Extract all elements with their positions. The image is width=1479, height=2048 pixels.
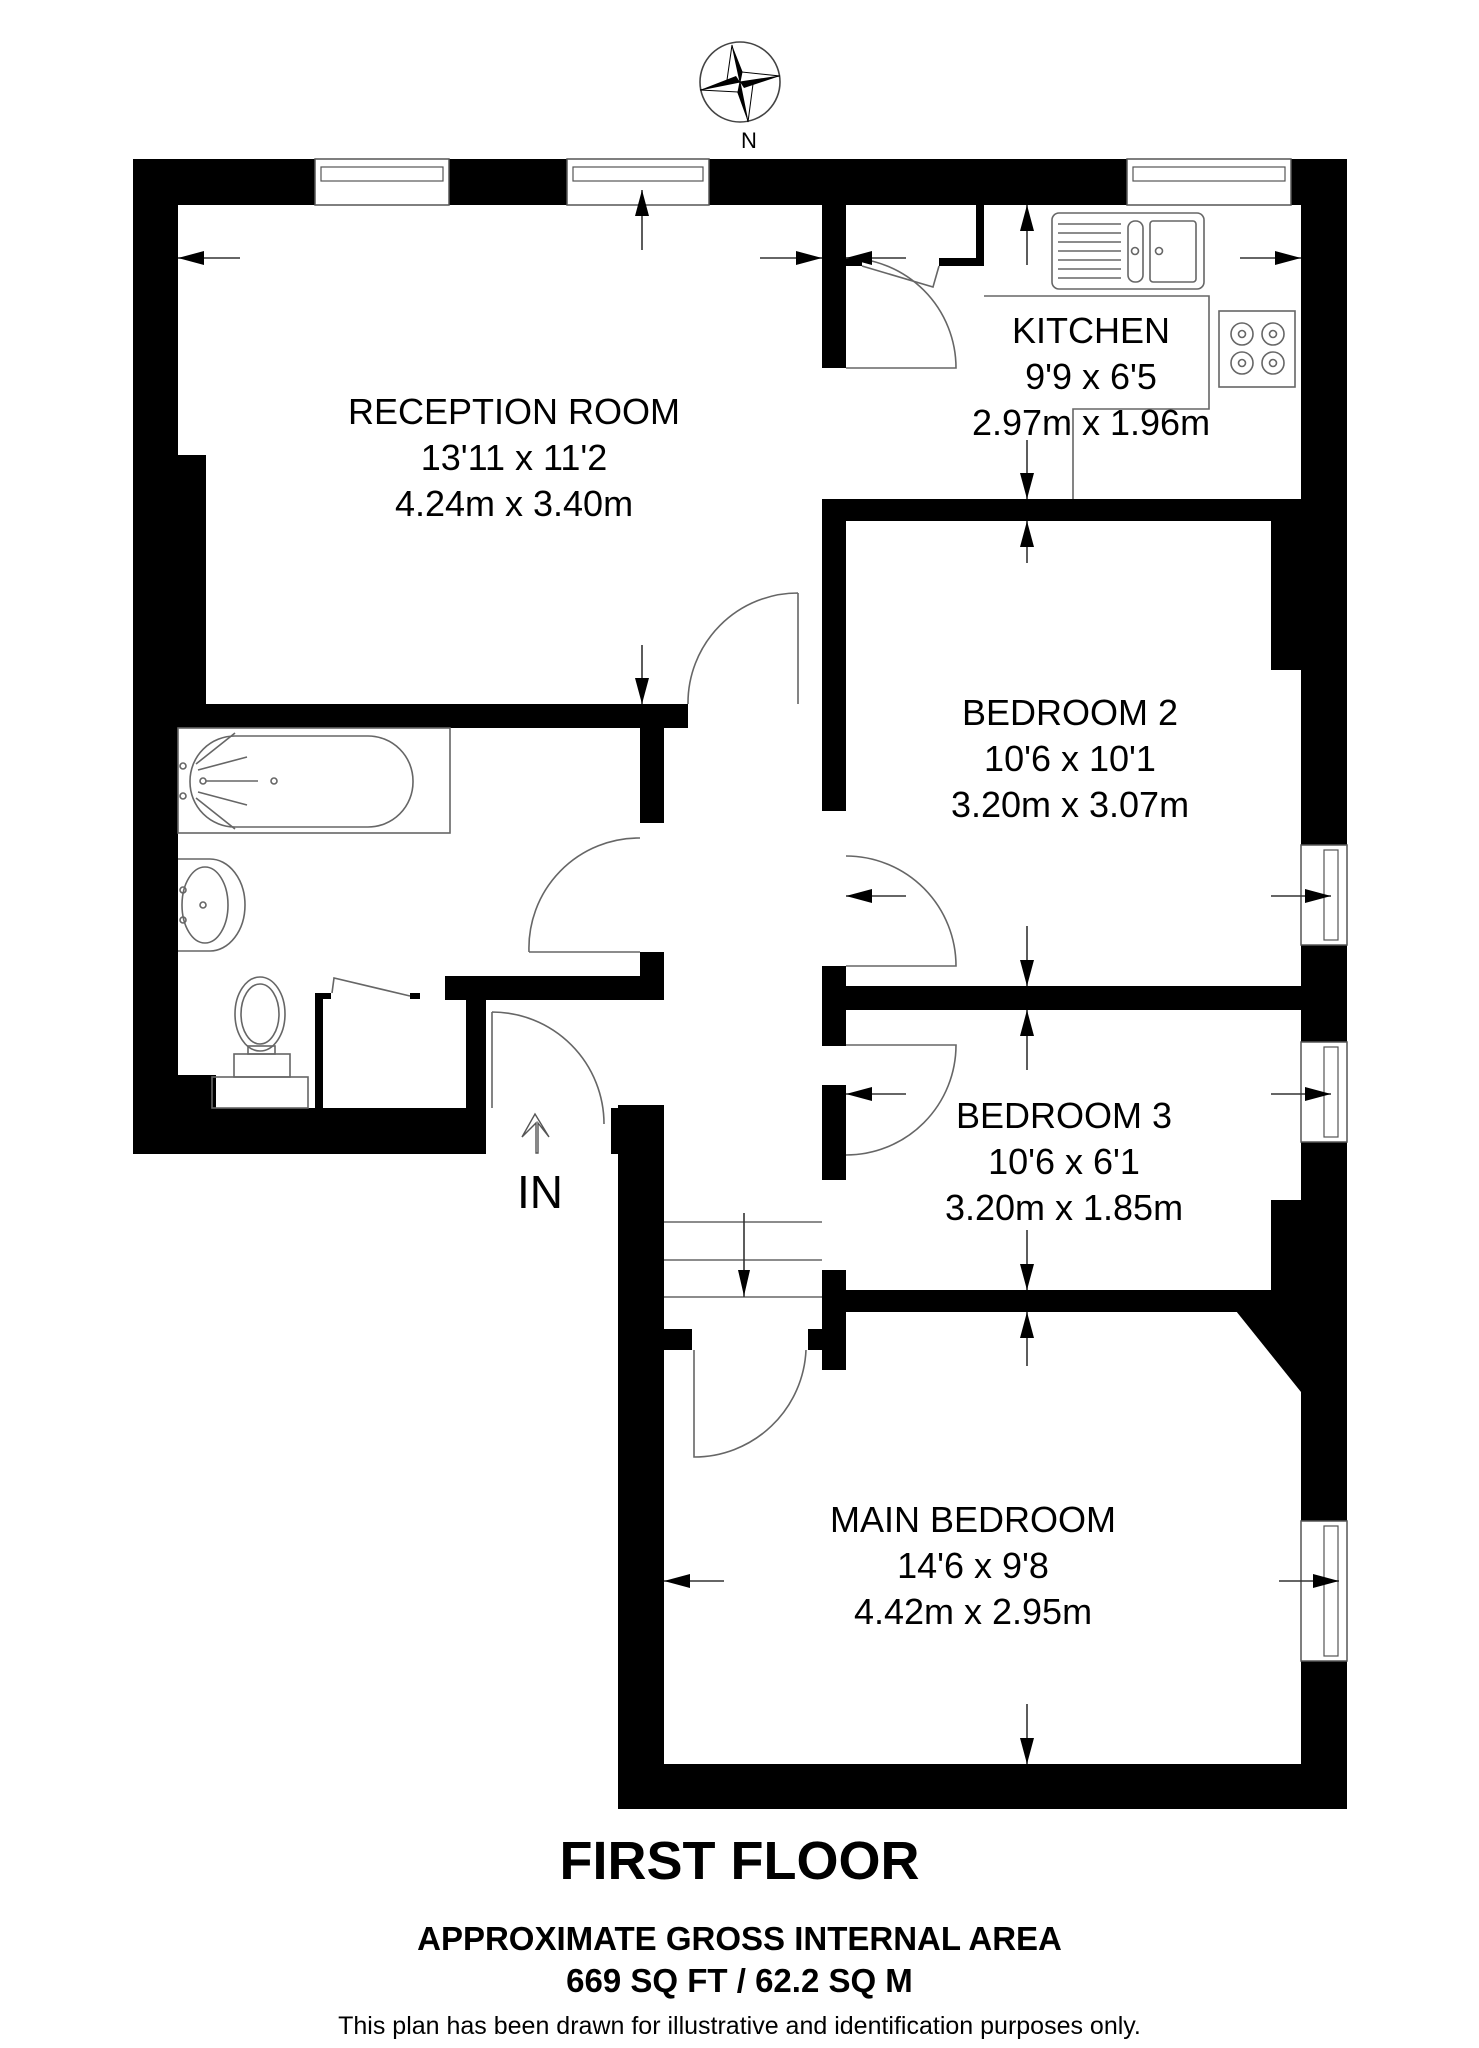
sink-icon <box>178 858 246 952</box>
worktop <box>984 295 1210 499</box>
windows <box>314 158 1348 1662</box>
dimension-arrows <box>178 190 1339 1764</box>
room-metric: 4.42m x 2.95m <box>854 1591 1092 1632</box>
floor-title: FIRST FLOOR <box>559 1831 920 1891</box>
room-name: MAIN BEDROOM <box>830 1499 1116 1540</box>
bath-icon <box>177 727 451 834</box>
room-main-bedroom: MAIN BEDROOM 14'6 x 9'8 4.42m x 2.95m <box>830 1499 1116 1632</box>
room-imperial: 14'6 x 9'8 <box>897 1545 1049 1586</box>
kitchen-sink-icon <box>1051 212 1205 290</box>
walls <box>133 159 1347 1809</box>
entrance-label: IN <box>517 1166 563 1218</box>
room-metric: 3.20m x 3.07m <box>951 784 1189 825</box>
room-kitchen: KITCHEN 9'9 x 6'5 2.97m x 1.96m <box>972 310 1210 443</box>
north-label: N <box>741 128 757 153</box>
room-bedroom-3: BEDROOM 3 10'6 x 6'1 3.20m x 1.85m <box>945 1095 1183 1228</box>
room-imperial: 13'11 x 11'2 <box>421 437 608 478</box>
room-name: RECEPTION ROOM <box>348 391 680 432</box>
room-imperial: 9'9 x 6'5 <box>1025 356 1157 397</box>
room-imperial: 10'6 x 10'1 <box>984 738 1156 779</box>
room-name: KITCHEN <box>1012 310 1170 351</box>
compass-rose-icon <box>699 41 781 123</box>
doors <box>331 257 957 1458</box>
area-value: 669 SQ FT / 62.2 SQ M <box>566 1962 913 1999</box>
toilet-icon <box>211 976 309 1109</box>
area-title: APPROXIMATE GROSS INTERNAL AREA <box>417 1920 1062 1957</box>
room-metric: 3.20m x 1.85m <box>945 1187 1183 1228</box>
room-metric: 2.97m x 1.96m <box>972 402 1210 443</box>
disclaimer: This plan has been drawn for illustrativ… <box>338 2012 1141 2040</box>
room-name: BEDROOM 3 <box>956 1095 1172 1136</box>
room-name: BEDROOM 2 <box>962 692 1178 733</box>
room-metric: 4.24m x 3.40m <box>395 483 633 524</box>
room-imperial: 10'6 x 6'1 <box>988 1141 1140 1182</box>
room-reception: RECEPTION ROOM 13'11 x 11'2 4.24m x 3.40… <box>348 391 680 524</box>
hob-icon <box>1218 310 1296 388</box>
stairs <box>664 1213 822 1298</box>
entrance-arrow-icon <box>521 1112 550 1154</box>
room-bedroom-2: BEDROOM 2 10'6 x 10'1 3.20m x 3.07m <box>951 692 1189 825</box>
